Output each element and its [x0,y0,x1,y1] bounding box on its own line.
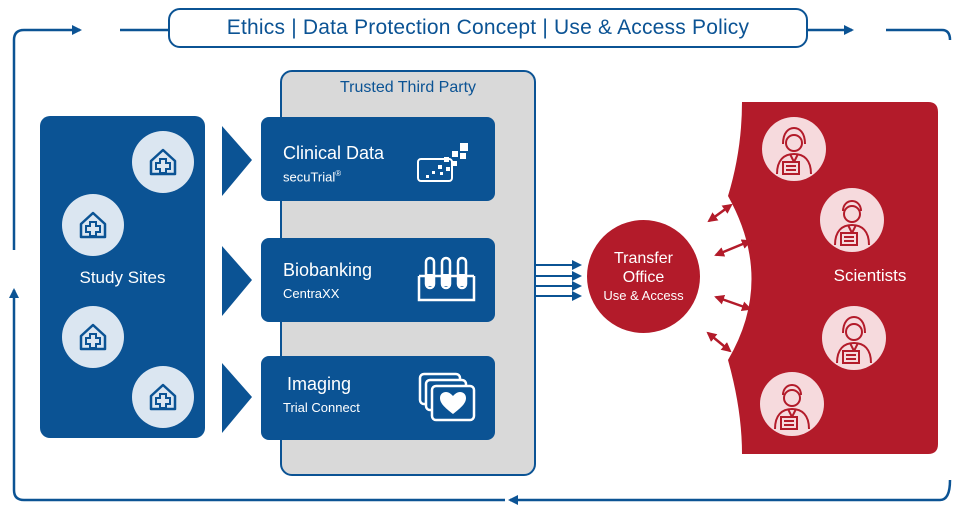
clinical-data-module: Clinical Data secuTrial® [261,117,495,201]
policy-banner: Ethics | Data Protection Concept | Use &… [168,8,808,48]
module-title: Clinical Data [283,143,385,163]
access-arrows [706,203,752,353]
module-subtitle: CentraXX [283,286,340,301]
scientist-avatar-icon [760,372,824,436]
scientist-avatar-icon [822,306,886,370]
scientists-label: Scientists [833,266,907,285]
scientists-panel [728,102,938,454]
module-title: Biobanking [283,260,373,280]
transfer-office-line2: Office [622,269,665,286]
site-chevrons [222,126,252,433]
hospital-site-icon [132,366,194,428]
study-sites-label: Study Sites [79,268,166,287]
policy-banner-text: Ethics | Data Protection Concept | Use &… [226,16,750,39]
biobanking-module: Biobanking CentraXX [261,238,495,322]
pixel-data-icon [417,143,468,182]
hospital-site-icon [62,306,124,368]
chevron-clinical [222,126,252,196]
hospital-site-icon [132,131,194,193]
module-title: Imaging [287,374,352,394]
feedback-loop [9,25,952,505]
scientist-avatar-icon [762,117,826,181]
module-subtitle: Trial Connect [283,400,360,415]
transfer-office-line1: Transfer [614,250,673,267]
transfer-office: Transfer Office Use & Access [587,220,700,333]
heart-image-stack-icon [418,372,476,422]
chevron-imaging [222,363,252,433]
chevron-biobanking [222,246,252,316]
hospital-site-icon [62,194,124,256]
scientist-avatar-icon [820,188,884,252]
test-tubes-icon [417,256,476,302]
module-subtitle: secuTrial® [283,169,342,185]
transfer-office-line3: Use & Access [603,288,684,303]
imaging-module: Imaging Trial Connect [261,356,495,440]
trusted-third-party-title: Trusted Third Party [339,79,477,96]
